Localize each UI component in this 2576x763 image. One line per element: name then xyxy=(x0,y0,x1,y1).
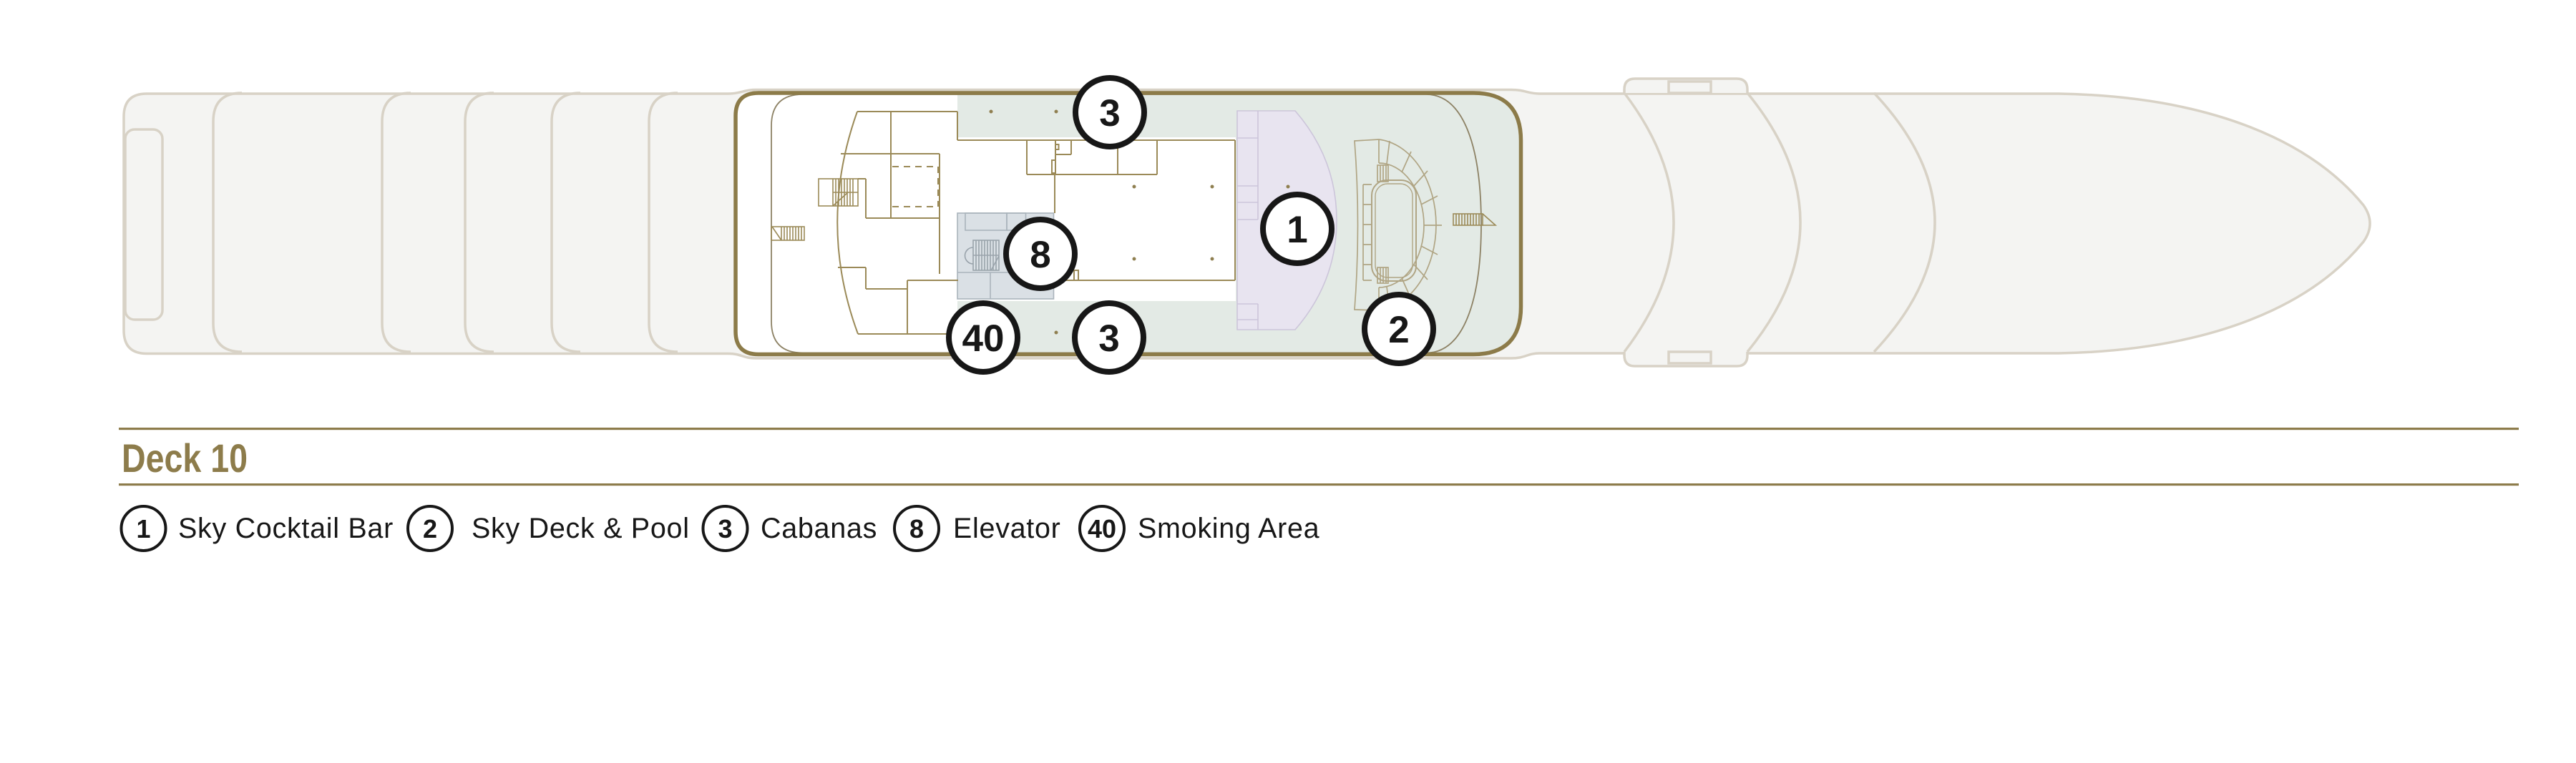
svg-text:Elevator: Elevator xyxy=(953,513,1061,544)
svg-text:2: 2 xyxy=(1388,309,1409,351)
svg-text:Sky Deck & Pool: Sky Deck & Pool xyxy=(472,513,690,544)
svg-text:3: 3 xyxy=(1098,317,1119,360)
svg-text:3: 3 xyxy=(718,514,732,543)
svg-text:Cabanas: Cabanas xyxy=(761,513,877,544)
svg-text:2: 2 xyxy=(423,514,437,543)
svg-text:8: 8 xyxy=(909,514,924,543)
svg-text:1: 1 xyxy=(1287,209,1307,251)
svg-text:1: 1 xyxy=(136,514,150,543)
svg-text:Smoking Area: Smoking Area xyxy=(1138,513,1319,544)
svg-text:8: 8 xyxy=(1030,234,1050,276)
svg-text:Sky Cocktail Bar: Sky Cocktail Bar xyxy=(178,513,394,544)
svg-text:40: 40 xyxy=(1088,514,1116,543)
svg-text:Deck 10: Deck 10 xyxy=(122,435,248,481)
svg-text:3: 3 xyxy=(1099,92,1120,134)
svg-text:40: 40 xyxy=(962,317,1005,360)
